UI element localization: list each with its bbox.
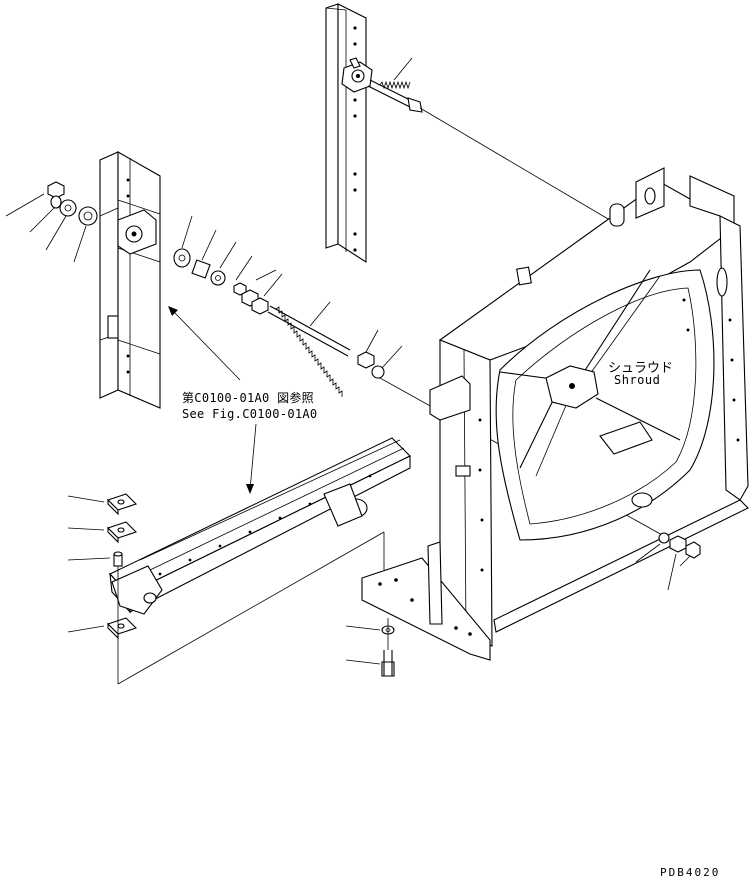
shroud-label-en: Shroud — [614, 373, 661, 387]
channel-leader — [249, 423, 257, 491]
reference-label-en: See Fig.C0100-01A0 — [182, 407, 318, 421]
radiator-guard-frame — [361, 167, 749, 661]
bottom-bolt-set — [345, 618, 395, 677]
left-pads-set — [67, 493, 385, 685]
bottom-support-channel — [109, 437, 411, 615]
drawing-number: PDB4020 — [660, 866, 721, 879]
center-hardware-set — [173, 215, 283, 315]
left-stay-column — [99, 151, 161, 409]
reference-arrow — [168, 306, 241, 381]
right-hardware-set — [635, 532, 701, 591]
channel-arrow — [246, 484, 254, 494]
upper-stay-bracket — [325, 3, 373, 264]
shroud-label-jp: シュラウド — [608, 361, 674, 376]
reference-label-jp: 第C0100-01A0 図参照 — [182, 391, 314, 405]
left-hardware-set — [5, 181, 98, 263]
upper-stay-rod — [367, 57, 621, 227]
